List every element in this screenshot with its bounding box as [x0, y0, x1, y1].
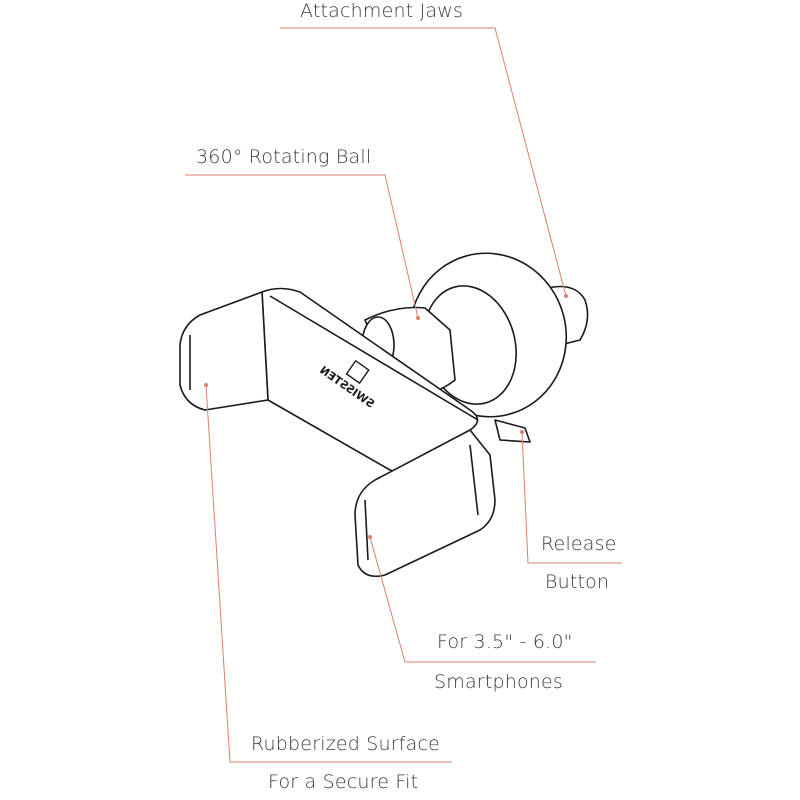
- right-grip-arm: [354, 429, 496, 578]
- leader-attachment-jaws: [280, 27, 567, 297]
- release-button: [494, 419, 531, 443]
- label-release-1: Release: [541, 533, 617, 555]
- label-size-2: Smartphones: [434, 671, 564, 693]
- leader-surface: [205, 384, 452, 763]
- label-release-2: Button: [545, 571, 610, 593]
- leader-release-button: [521, 431, 622, 564]
- label-surface-2: For a Secure Fit: [268, 771, 419, 793]
- label-rotating-ball: 360° Rotating Ball: [196, 146, 372, 168]
- label-size-1: For 3.5" - 6.0": [437, 631, 573, 653]
- label-attachment-jaws: Attachment Jaws: [300, 0, 464, 22]
- label-surface-1: Rubberized Surface: [251, 733, 441, 755]
- left-grip-arm: [179, 291, 269, 411]
- leader-size: [369, 536, 596, 663]
- leader-rotating-ball: [185, 174, 419, 319]
- leader-lines: [185, 27, 622, 763]
